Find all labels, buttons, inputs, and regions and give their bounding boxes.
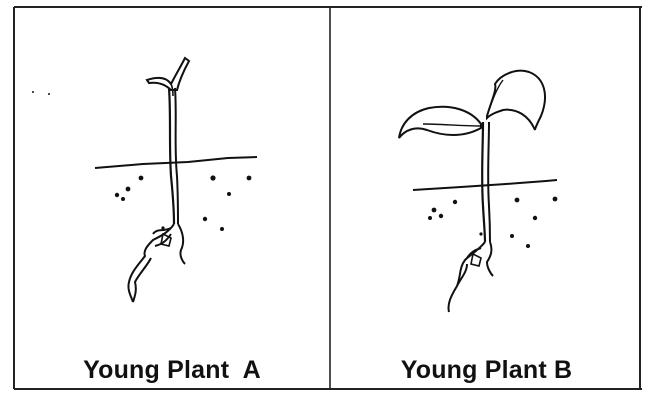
open-leaf-left: [399, 107, 481, 138]
closed-seed-leaves: [147, 58, 189, 90]
seedling-a-drawing: [13, 6, 331, 390]
caption-young-plant-b: Young Plant B: [331, 356, 642, 385]
soil-surface-line: [413, 180, 557, 190]
roots-a: [128, 224, 185, 302]
stem-a: [169, 88, 174, 224]
soil-particles: [115, 175, 252, 231]
seedling-b-drawing: [331, 6, 642, 390]
soil-particles: [428, 197, 557, 248]
panel-young-plant-a: Young Plant A: [13, 6, 331, 390]
caption-young-plant-a: Young Plant A: [13, 356, 331, 385]
open-leaf-right: [487, 71, 545, 130]
roots-b: [448, 242, 493, 312]
stem-b: [482, 122, 485, 242]
panel-young-plant-b: Young Plant B: [331, 6, 642, 390]
